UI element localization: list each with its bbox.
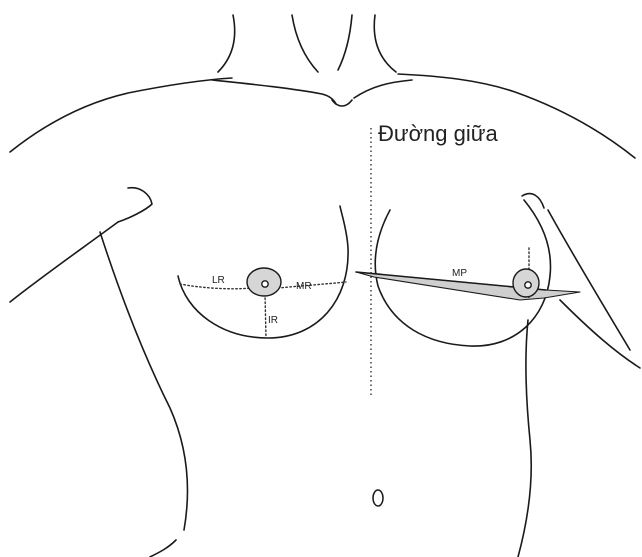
left-armpit-fold [118,188,152,222]
neck-center-left [292,15,318,72]
medial-projection-label: MP [452,268,467,279]
inferior-radius-label: IR [268,315,278,326]
left-torso-side [150,540,176,557]
right-nipple [525,282,531,288]
midline-label: Đường giữa [378,121,498,146]
neck-left-contour [218,15,235,72]
medial-radius-label: MR [296,281,312,292]
right-arm-inner [560,300,640,368]
right-arm-contour [548,210,630,350]
left-nipple [262,281,268,287]
right-torso-side [518,320,531,557]
left-medial-radius-line [278,282,346,288]
navel [373,490,383,506]
left-arm-inner [100,232,188,530]
lateral-radius-label: LR [212,275,225,286]
right-clavicle [354,80,412,98]
neck-right-contour [374,15,396,72]
left-clavicle [212,80,336,104]
left-inferior-radius-line [265,294,266,338]
neck-center-right [338,15,352,70]
medial-projection-plane [356,272,580,300]
left-shoulder-contour [10,78,232,152]
left-arm-outer [10,222,118,302]
